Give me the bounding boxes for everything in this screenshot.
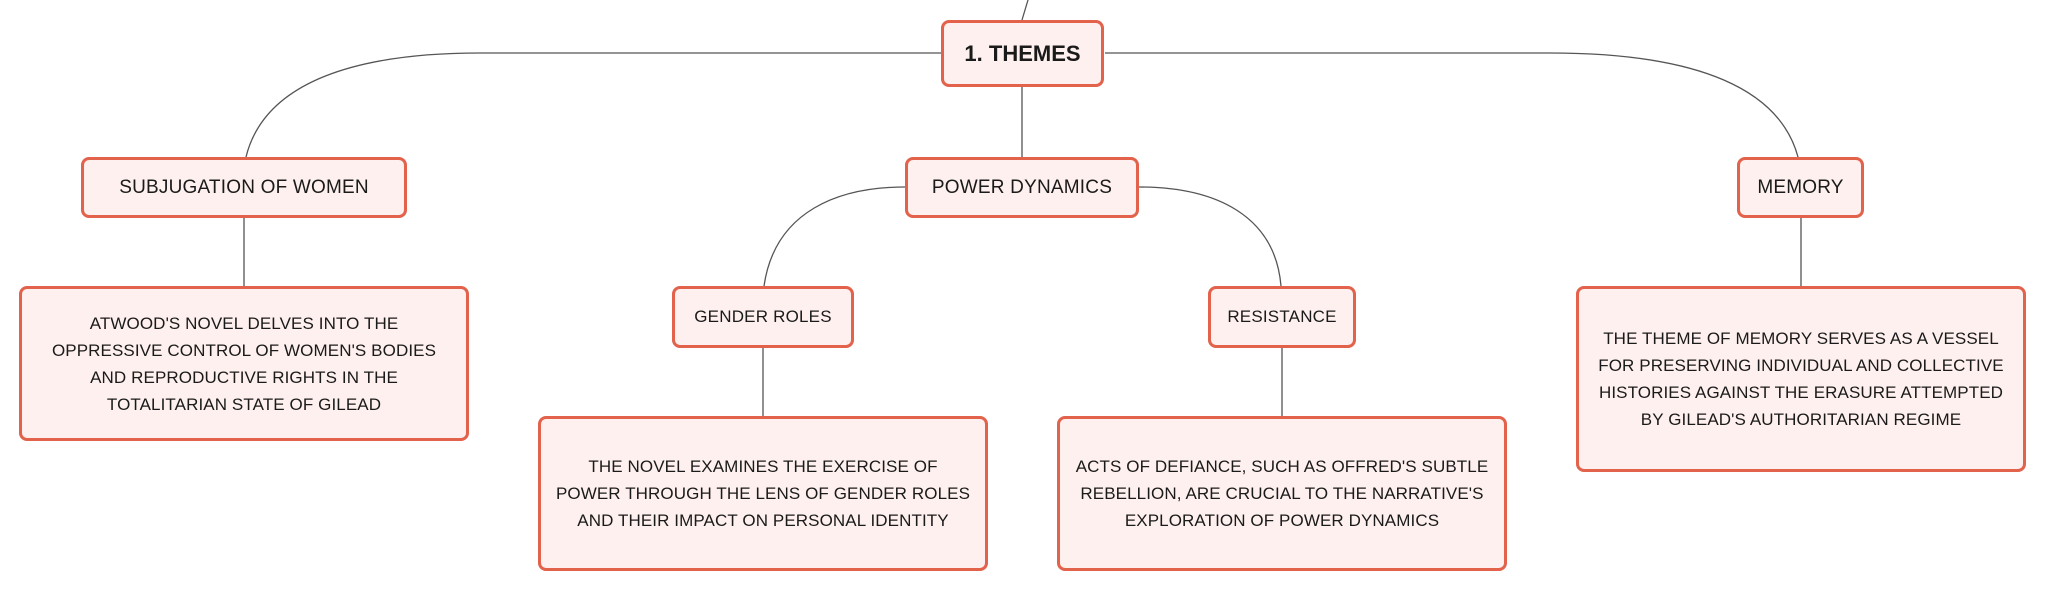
node-memory[interactable]: MEMORY [1737, 157, 1864, 218]
connector-parent-to-root [1021, 0, 1029, 21]
node-themes-label: 1. THEMES [964, 40, 1081, 66]
node-resistance[interactable]: RESISTANCE [1208, 286, 1356, 348]
node-subjugation-of-women-label: SUBJUGATION OF WOMEN [119, 176, 369, 198]
node-gender-roles-detail[interactable]: THE NOVEL EXAMINES THE EXERCISE OF POWER… [538, 416, 988, 571]
node-resistance-detail[interactable]: ACTS OF DEFIANCE, SUCH AS OFFRED'S SUBTL… [1057, 416, 1507, 571]
node-memory-label: MEMORY [1757, 176, 1844, 198]
node-power-dynamics[interactable]: POWER DYNAMICS [905, 157, 1139, 218]
node-power-dynamics-label: POWER DYNAMICS [931, 176, 1113, 198]
node-gender-roles-label: GENDER ROLES [694, 307, 832, 326]
node-gender-roles-detail-text: THE NOVEL EXAMINES THE EXERCISE OF POWER… [555, 457, 971, 530]
node-subjugation-of-women[interactable]: SUBJUGATION OF WOMEN [81, 157, 407, 218]
node-gender-roles[interactable]: GENDER ROLES [672, 286, 854, 348]
connector-root-to-subjugation [245, 52, 942, 158]
connector-power-to-gender-roles [763, 186, 906, 287]
node-resistance-label: RESISTANCE [1227, 307, 1337, 326]
node-subjugation-detail[interactable]: ATWOOD'S NOVEL DELVES INTO THE OPPRESSIV… [19, 286, 469, 441]
node-resistance-detail-text: ACTS OF DEFIANCE, SUCH AS OFFRED'S SUBTL… [1075, 457, 1489, 530]
node-memory-detail-text: THE THEME OF MEMORY SERVES AS A VESSEL F… [1598, 329, 2004, 429]
connector-power-to-resistance [1138, 186, 1282, 287]
node-memory-detail[interactable]: THE THEME OF MEMORY SERVES AS A VESSEL F… [1576, 286, 2026, 472]
connector-root-to-memory [1105, 52, 1799, 158]
node-themes[interactable]: 1. THEMES [941, 20, 1104, 87]
node-subjugation-detail-text: ATWOOD'S NOVEL DELVES INTO THE OPPRESSIV… [51, 313, 437, 414]
